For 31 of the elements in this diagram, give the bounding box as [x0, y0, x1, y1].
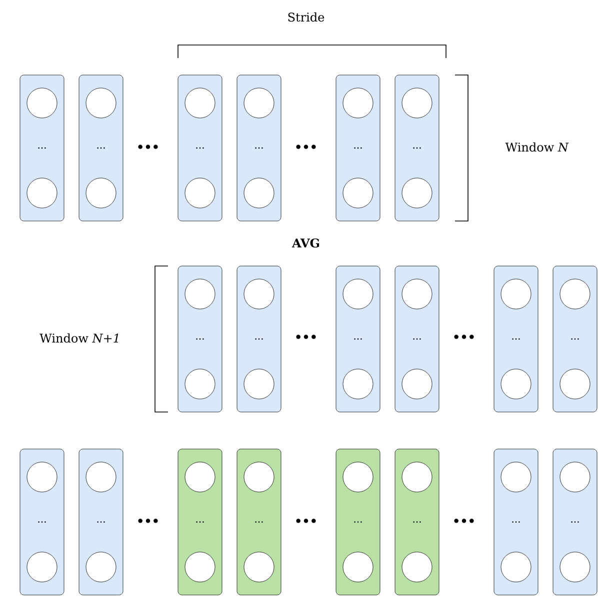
ellipsis-dots: ••• [296, 518, 316, 523]
neuron-column: ... [178, 266, 222, 412]
neuron-column: ... [20, 74, 64, 222]
label-text: Stride [288, 12, 324, 22]
neuron-column: ... [494, 266, 538, 412]
ellipsis-dots: ••• [296, 144, 316, 149]
neuron-column: ... [394, 448, 440, 596]
neuron-column: ... [20, 448, 64, 596]
neuron-column: ... [78, 74, 124, 222]
neuron-column: ... [236, 448, 282, 596]
neuron-column: ... [236, 266, 282, 412]
label-text: AVG [292, 238, 320, 248]
neuron-column: ... [552, 448, 598, 596]
neuron-column: ... [552, 266, 598, 412]
neuron-column: ... [336, 448, 380, 596]
neuron-column: ... [394, 74, 440, 222]
ellipsis-dots: ••• [454, 334, 474, 339]
ellipsis-dots: ••• [138, 518, 158, 523]
neuron-column: ... [394, 266, 440, 412]
neuron-column: ... [336, 74, 380, 222]
ellipsis-dots: ••• [138, 144, 158, 149]
ellipsis-dots: ••• [454, 518, 474, 523]
neuron-column: ... [178, 74, 222, 222]
neuron-column: ... [178, 448, 222, 596]
neuron-column: ... [494, 448, 538, 596]
label-text: Window N+1 [40, 333, 118, 343]
neuron-column: ... [78, 448, 124, 596]
neuron-column: ... [336, 266, 380, 412]
label-text: Window N [505, 142, 569, 152]
ellipsis-dots: ••• [296, 334, 316, 339]
neuron-column: ... [236, 74, 282, 222]
